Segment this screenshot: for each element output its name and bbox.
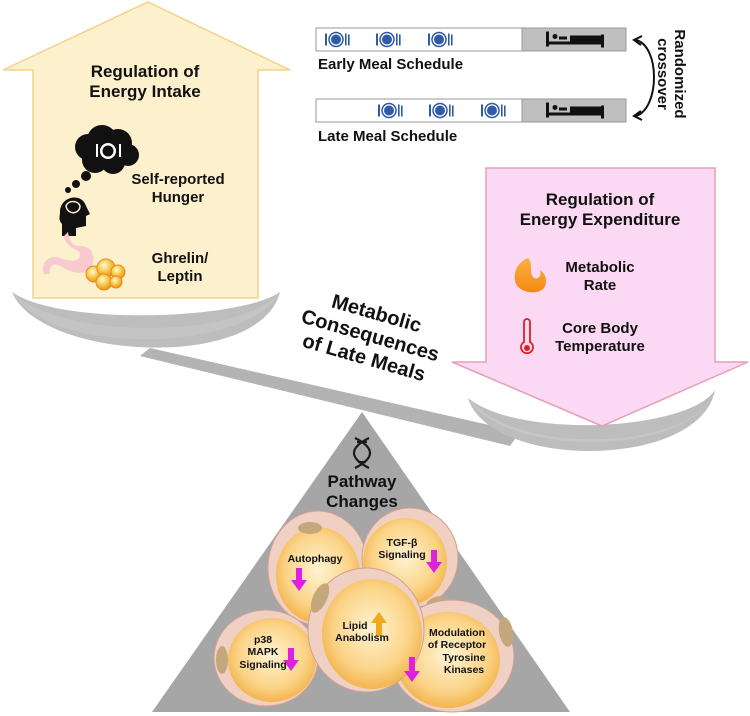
lipid-line-2: Anabolism	[335, 632, 389, 645]
p38-line-1: p38	[253, 634, 273, 646]
flame-icon	[514, 258, 547, 293]
tgf-beta-line-2: Signaling	[378, 549, 426, 562]
crossover-line-2: crossover	[653, 38, 671, 110]
cell-lipid-anabolism	[307, 567, 425, 693]
energy-expenditure-title-line-1: Regulation of	[545, 190, 655, 209]
lipid-anabolism-up-arrow-icon	[371, 612, 387, 636]
bed-icon	[546, 102, 604, 119]
randomized-crossover-label: Randomized crossover	[654, 18, 688, 130]
pathway-changes-title: Pathway Changes	[312, 472, 412, 512]
autophagy-line: Autophagy	[287, 553, 343, 565]
rtk-line-4: Kinases	[443, 664, 485, 677]
ghrelin-line: Ghrelin/	[151, 250, 209, 267]
tgf-beta-label: TGF-β Signaling	[362, 537, 442, 562]
lipid-anabolism-label: Lipid Anabolism	[322, 620, 402, 645]
plate-fork-knife-icon	[481, 102, 506, 119]
plate-fork-knife-icon	[378, 102, 403, 119]
stomach-adipocytes-icon	[43, 232, 126, 291]
receptor-tyrosine-kinases-label: Modulation of Receptor Tyrosine Kinases	[412, 627, 502, 677]
rtk-line-1: Modulation	[429, 627, 485, 639]
hunger-line-1: Self-reported	[131, 171, 225, 188]
ghrelin-leptin-label: Ghrelin/ Leptin	[130, 250, 230, 285]
energy-expenditure-arrow	[451, 167, 749, 427]
p38-line-3: Signaling	[239, 658, 287, 671]
early-meal-schedule-label: Early Meal Schedule	[318, 56, 464, 73]
plate-fork-knife-icon	[376, 31, 401, 48]
lipid-line-1: Lipid	[342, 620, 368, 632]
p38-mapk-down-arrow-icon	[283, 648, 299, 671]
rtk-line-3: Tyrosine	[442, 651, 486, 664]
hunger-line-2: Hunger	[151, 188, 205, 206]
energy-expenditure-title-line-2: Energy Expenditure	[519, 210, 681, 230]
p38-mapk-label: p38 MAPK Signaling	[228, 634, 298, 671]
energy-intake-title-line-2: Energy Intake	[89, 82, 201, 102]
self-reported-hunger-label: Self-reported Hunger	[118, 171, 238, 206]
energy-intake-title: Regulation of Energy Intake	[50, 62, 240, 102]
metabolic-rate-label: Metabolic Rate	[550, 259, 650, 294]
plate-fork-knife-icon	[428, 31, 453, 48]
pathway-title-line-2: Changes	[326, 492, 398, 512]
metabolic-rate-line-2: Rate	[583, 276, 617, 294]
thermometer-icon	[520, 318, 534, 355]
plate-fork-knife-icon	[429, 102, 454, 119]
p38-line-2: MAPK	[247, 646, 279, 659]
plate-fork-knife-icon	[325, 31, 350, 48]
core-body-temperature-line-1: Core Body	[562, 320, 638, 337]
rtk-line-2: of Receptor	[427, 639, 487, 652]
dna-icon	[352, 437, 372, 469]
bed-icon	[546, 31, 604, 48]
autophagy-label: Autophagy	[270, 553, 360, 565]
autophagy-down-arrow-icon	[291, 568, 307, 591]
crossover-line-1: Randomized	[671, 29, 688, 119]
thinking-head-plate-icon	[59, 125, 139, 236]
crossover-double-arrow-icon	[632, 35, 655, 121]
energy-expenditure-title: Regulation of Energy Expenditure	[495, 190, 705, 230]
late-meal-schedule-label: Late Meal Schedule	[318, 128, 458, 145]
right-scale-pan	[468, 390, 715, 452]
tgf-beta-down-arrow-icon	[426, 550, 442, 573]
leptin-line: Leptin	[157, 267, 203, 285]
energy-intake-title-line-1: Regulation of	[90, 62, 200, 81]
scale-beam	[140, 348, 520, 446]
pathway-title-line-1: Pathway	[327, 472, 397, 491]
core-body-temperature-line-2: Temperature	[555, 337, 645, 355]
metabolic-rate-line-1: Metabolic	[565, 259, 635, 276]
tgf-beta-line-1: TGF-β	[386, 537, 418, 549]
left-scale-pan	[12, 292, 280, 348]
receptor-tyrosine-kinases-down-arrow-icon	[404, 657, 420, 682]
core-body-temperature-label: Core Body Temperature	[540, 320, 660, 355]
